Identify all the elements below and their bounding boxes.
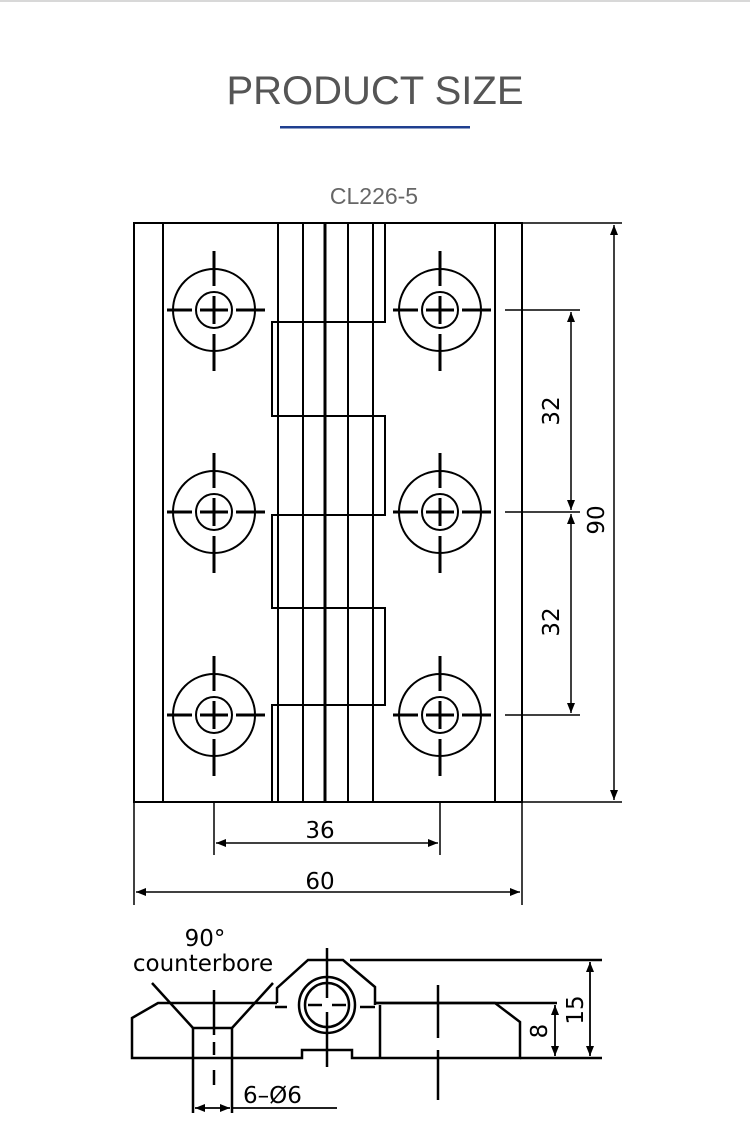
counterbore-label: counterbore [133, 951, 273, 977]
hinge-front-view [133, 222, 523, 803]
dim-90: 90 [584, 505, 610, 534]
hinge-side-view [130, 948, 602, 1113]
dim-32-upper: 32 [539, 396, 565, 425]
dim-8: 8 [527, 1024, 553, 1039]
model-label: CL226-5 [330, 183, 418, 209]
top-border [0, 0, 750, 2]
dim-32-lower: 32 [539, 607, 565, 636]
screw-hole [393, 251, 491, 371]
screw-hole [393, 453, 491, 573]
angle-label: 90° [185, 926, 226, 952]
dim-holes: 6–Ø6 [243, 1083, 302, 1109]
screw-hole [167, 251, 265, 371]
side-dimensions [195, 962, 594, 1112]
title-underline [280, 126, 470, 129]
dim-60: 60 [305, 869, 334, 895]
dim-15: 15 [563, 995, 589, 1024]
screw-hole [167, 656, 265, 776]
screw-hole [167, 453, 265, 573]
dim-36: 36 [305, 818, 334, 844]
front-dimensions [133, 222, 622, 905]
page-title: PRODUCT SIZE [226, 69, 523, 113]
screw-hole [393, 656, 491, 776]
